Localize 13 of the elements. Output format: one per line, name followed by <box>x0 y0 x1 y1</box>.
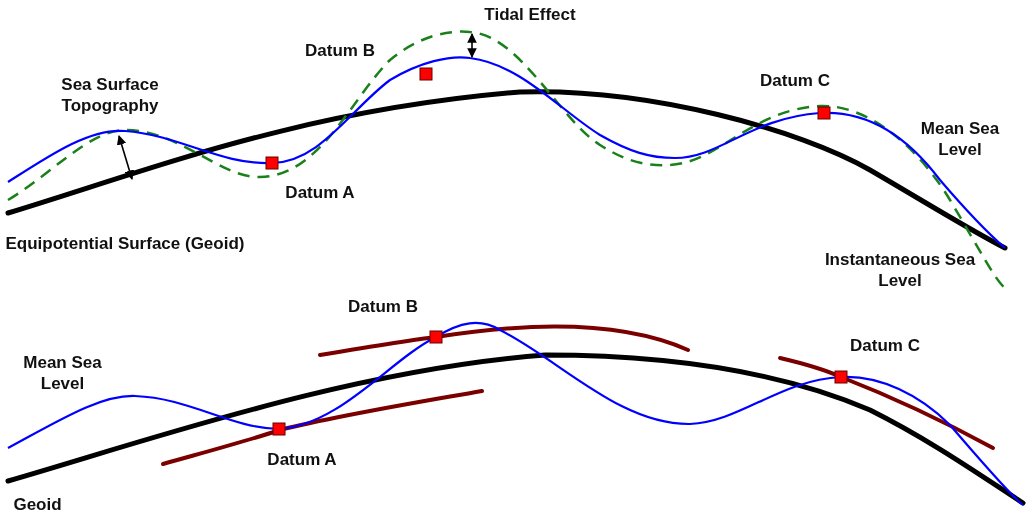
curve-label: Instantaneous Sea Level <box>823 249 977 291</box>
curve-label: Datum C <box>759 70 831 91</box>
curve-label: Datum C <box>849 335 921 356</box>
curve-label: Datum A <box>266 449 338 470</box>
curve-label: Mean Sea Level <box>919 118 1001 160</box>
curve-label: Tidal Effect <box>483 4 577 25</box>
curve-label: Datum A <box>284 182 356 203</box>
curve-label: Mean Sea Level <box>22 352 103 394</box>
curve-label: Datum B <box>304 40 376 61</box>
curve-label: Geoid <box>12 494 63 515</box>
curve-label: Sea Surface Topography <box>60 74 160 116</box>
curve-label: Equipotential Surface (Geoid) <box>4 233 246 254</box>
curve-label: Datum B <box>347 296 419 317</box>
